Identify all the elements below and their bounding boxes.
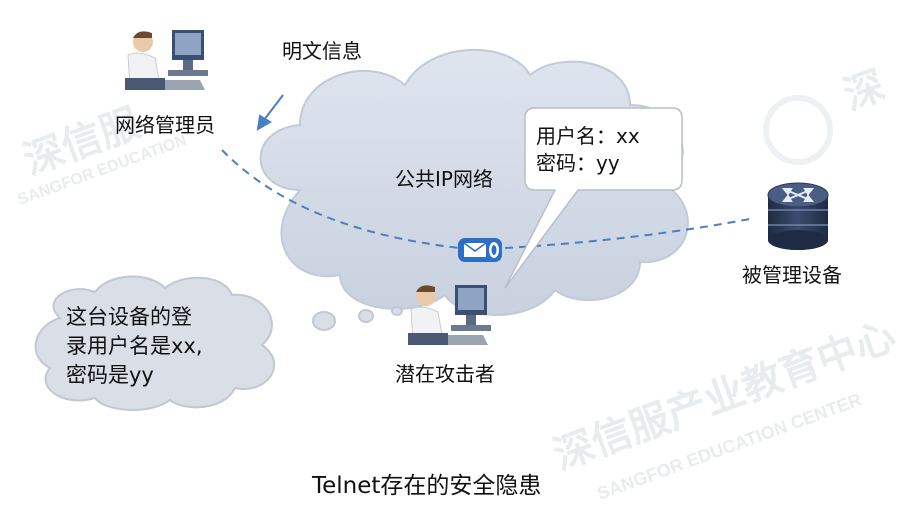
plaintext-label: 明文信息 (282, 39, 362, 63)
admin-person-icon (125, 30, 208, 90)
speech-password: 密码：yy (536, 151, 620, 175)
router-icon (767, 182, 829, 250)
admin-label: 网络管理员 (115, 113, 215, 137)
device-link (504, 217, 756, 249)
envelope-icon (458, 238, 502, 262)
admin-link (221, 149, 461, 249)
thought-cloud (34, 275, 403, 411)
attacker-label: 潜在攻击者 (395, 362, 495, 386)
thought-text: 这台设备的登 录用户名是xx, 密码是yy (66, 303, 266, 390)
connection-lines (221, 149, 756, 249)
speech-text: 用户名：xx 密码：yy (536, 123, 640, 177)
svg-text:深: 深 (838, 63, 891, 118)
network-label: 公共IP网络 (395, 167, 493, 191)
thought-line-1: 这台设备的登 (66, 305, 192, 329)
thought-line-3: 密码是yy (66, 363, 154, 387)
watermark-logo (763, 95, 833, 165)
speech-username: 用户名：xx (536, 124, 640, 148)
thought-line-2: 录用户名是xx, (66, 334, 203, 358)
speech-bubble (504, 107, 683, 289)
diagram-caption: Telnet存在的安全隐患 (312, 473, 542, 499)
plaintext-arrow (256, 94, 284, 131)
device-label: 被管理设备 (742, 263, 842, 287)
attacker-person-icon (408, 285, 491, 345)
